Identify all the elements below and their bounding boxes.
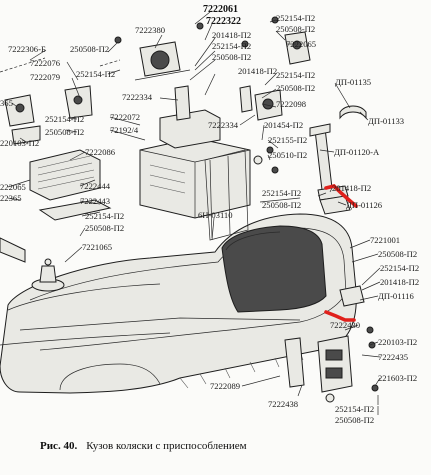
- red-markers: [324, 184, 358, 322]
- label-7222065: 7222065: [286, 39, 316, 49]
- label-7222334: 7222334: [208, 120, 239, 130]
- label-250508-p2: 250508-П2: [212, 52, 251, 62]
- label-250508-p2: 250508-П2: [335, 415, 374, 425]
- label-dp-01116: ДП-01116: [378, 291, 414, 301]
- leader-lines: [7, 11, 381, 415]
- label-252154-p2: 252154-П2: [262, 188, 301, 198]
- label-250508-p2: 250508-П2: [276, 83, 315, 93]
- label-7222334: 7222334: [122, 92, 153, 102]
- label-252154-p2: 252154-П2: [276, 13, 315, 23]
- label-7222061: 7222061: [203, 4, 238, 15]
- figure-caption: Рис. 40. Кузов коляски с приспособлением: [40, 436, 247, 453]
- label-250508-p2: 250508-П2: [45, 127, 84, 137]
- label-201418-p2: 201418-П2: [238, 66, 277, 76]
- label-250508-p2: 250508-П2: [262, 200, 301, 210]
- right-parts: [284, 105, 379, 403]
- box-assembly: [139, 109, 251, 241]
- label-dp-01135: ДП-01135: [335, 77, 371, 87]
- caption-number: Рис. 40.: [40, 440, 77, 452]
- part-labels: 7222061 7222322 252154-П2 250508-П2 7222…: [0, 4, 419, 425]
- label-252154-p2: 252154-П2: [212, 41, 251, 51]
- label-252154-p2: 252154-П2: [380, 263, 419, 273]
- left-parts: [0, 57, 121, 263]
- label-7222444: 7222444: [80, 181, 111, 191]
- top-parts: [114, 16, 311, 174]
- label-7222443: 7222443: [80, 196, 110, 206]
- label-2220b5: 2220б5: [0, 182, 26, 192]
- label-252154-p2: 252154-П2: [85, 211, 124, 221]
- label-365: 365: [0, 98, 13, 108]
- label-7221065: 7221065: [82, 242, 112, 252]
- label-dp-01133: ДП-01133: [368, 116, 404, 126]
- label-252154-p2: 252154-П2: [335, 404, 374, 414]
- label-252154-p2: 252154-П2: [276, 70, 315, 80]
- label-7222079: 7222079: [30, 72, 60, 82]
- label-7222322: 7222322: [206, 16, 241, 27]
- label-201454-p2: 201454-П2: [264, 120, 303, 130]
- label-7222072: 7222072: [110, 112, 140, 122]
- label-7222089: 7222089: [210, 381, 240, 391]
- label-7222438: 7222438: [268, 399, 298, 409]
- svg-text:Рис. 40. Кузов коляски с: Рис. 40. Кузов коляски с приспособлением: [40, 436, 247, 453]
- label-252155-p2: 252155-П2: [268, 135, 307, 145]
- label-7222380: 7222380: [135, 25, 165, 35]
- label-220103-p2: 220103-П2: [378, 337, 417, 347]
- label-201418-p2: 201418-П2: [212, 30, 251, 40]
- label-7222430: 7222430: [330, 320, 360, 330]
- caption-text: Кузов коляски с приспособлением: [86, 440, 246, 452]
- label-252154-p2: 252154-П2: [45, 114, 84, 124]
- label-7222076: 7222076: [30, 58, 61, 68]
- label-7222098: 7222098: [276, 99, 306, 109]
- label-250508-p2: 250508-П2: [276, 24, 315, 34]
- label-7222306-b: 7222306-Б: [8, 44, 46, 54]
- label-22365: 22365: [0, 193, 21, 203]
- label-7221001: 7221001: [370, 235, 400, 245]
- sidecar-body: [0, 213, 357, 394]
- label-201418-p2: 201418-П2: [332, 183, 371, 193]
- label-72192-4: 72192/4: [110, 125, 139, 135]
- label-250508-p2: 250508-П2: [85, 223, 124, 233]
- label-252154-p2: 252154-П2: [76, 69, 115, 79]
- label-250508-p2: 250508-П2: [378, 249, 417, 259]
- label-221603-p2: 221603-П2: [378, 373, 417, 383]
- label-201418-p2: 201418-П2: [380, 277, 419, 287]
- label-6n-03110: 6Н-03110: [198, 210, 233, 220]
- label-220103-p2: 220103-П2: [0, 138, 39, 148]
- label-7222435: 7222435: [378, 352, 408, 362]
- label-dp-01126: ДП-01126: [346, 200, 383, 210]
- label-7222086: 7222086: [85, 147, 116, 157]
- label-250508-p2: 250508-П2: [70, 44, 109, 54]
- label-dp-01120-a: ДП-01120-А: [334, 147, 380, 157]
- label-250510-p2: 250510-П2: [268, 150, 307, 160]
